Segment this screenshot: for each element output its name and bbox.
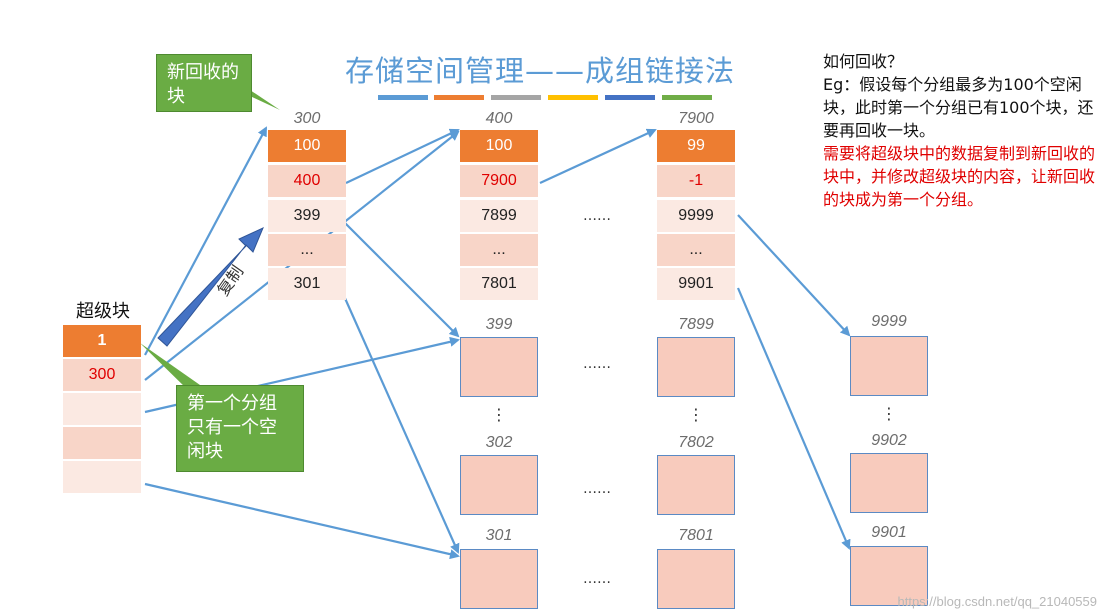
group-cell-count: 100 [268, 130, 346, 162]
horizontal-ellipsis: …… [583, 571, 611, 587]
free-block [460, 549, 538, 609]
block-number: 9902 [871, 432, 907, 449]
group-cell-next: 7900 [460, 165, 538, 197]
color-bar-5 [605, 95, 655, 100]
horizontal-ellipsis: …… [583, 356, 611, 372]
horizontal-ellipsis: …… [583, 208, 611, 224]
explanation-text: 如何回收？ Eg：假设每个分组最多为100个空闲块，此时第一个分组已有100个块… [823, 50, 1098, 211]
group-cell: 399 [268, 200, 346, 232]
arrow-400-to-7900 [539, 128, 657, 184]
watermark: https://blog.csdn.net/qq_21040559 [897, 594, 1098, 609]
free-block [657, 337, 735, 397]
group-cell: 301 [268, 268, 346, 300]
group-cell: 9901 [657, 268, 735, 300]
block-number: 399 [485, 316, 513, 333]
diagram-title: 存储空间管理——成组链接法 [345, 54, 736, 88]
superblock-cell [63, 427, 141, 459]
superblock-cell-next: 300 [63, 359, 141, 391]
arrow-super-to-300 [144, 126, 267, 356]
group-block-number: 7900 [678, 110, 714, 127]
block-number: 301 [485, 527, 513, 544]
horizontal-ellipsis: …… [583, 481, 611, 497]
callout-tail-first [140, 343, 210, 392]
explanation-question: 如何回收？ [823, 52, 904, 71]
superblock-cell-count: 1 [63, 325, 141, 357]
color-bar-2 [434, 95, 484, 100]
group-cell: 9999 [657, 200, 735, 232]
explanation-answer: 需要将超级块中的数据复制到新回收的块中，并修改超级块的内容，让新回收的块成为第一… [823, 144, 1096, 209]
block-number: 7899 [678, 316, 714, 333]
block-number: 7802 [678, 434, 714, 451]
group-cell: 7801 [460, 268, 538, 300]
group-block-number: 400 [485, 110, 513, 127]
group-cell-count: 100 [460, 130, 538, 162]
arrow-399 [339, 217, 460, 338]
superblock-cell [63, 461, 141, 493]
callout-new-block: 新回收的块 [156, 54, 252, 112]
free-block [850, 336, 928, 396]
group-cell-count: 99 [657, 130, 735, 162]
group-cell-next: 400 [268, 165, 346, 197]
block-number: 9901 [871, 524, 907, 541]
callout-first-group: 第一个分组只有一个空闲块 [176, 385, 304, 472]
free-block [460, 455, 538, 515]
color-bar-3 [491, 95, 541, 100]
group-block-number: 300 [293, 110, 321, 127]
arrow-9901 [736, 287, 851, 550]
free-block [850, 546, 928, 606]
group-cell: 7899 [460, 200, 538, 232]
group-cell: ... [460, 234, 538, 266]
arrow-super-to-301 [144, 482, 460, 560]
color-bar-4 [548, 95, 598, 100]
free-block [657, 549, 735, 609]
superblock-cell [63, 393, 141, 425]
arrow-300-to-400 [345, 128, 460, 184]
group-cell: ... [268, 234, 346, 266]
group-cell-next: -1 [657, 165, 735, 197]
arrow-9999 [737, 214, 851, 337]
free-block [850, 453, 928, 513]
group-cell: ... [657, 234, 735, 266]
block-number: 302 [485, 434, 513, 451]
block-number: 7801 [678, 527, 714, 544]
color-bar-6 [662, 95, 712, 100]
color-bar-1 [378, 95, 428, 100]
arrow-301 [338, 286, 460, 554]
explanation-example: Eg：假设每个分组最多为100个空闲块，此时第一个分组已有100个块，还要再回收… [823, 75, 1094, 140]
block-number: 9999 [871, 313, 907, 330]
copy-block-arrow [157, 227, 264, 347]
vertical-ellipsis: ⋮ [881, 404, 897, 423]
vertical-ellipsis: ⋮ [491, 405, 507, 424]
vertical-ellipsis: ⋮ [688, 405, 704, 424]
free-block [460, 337, 538, 397]
superblock-label: 超级块 [76, 301, 130, 322]
free-block [657, 455, 735, 515]
